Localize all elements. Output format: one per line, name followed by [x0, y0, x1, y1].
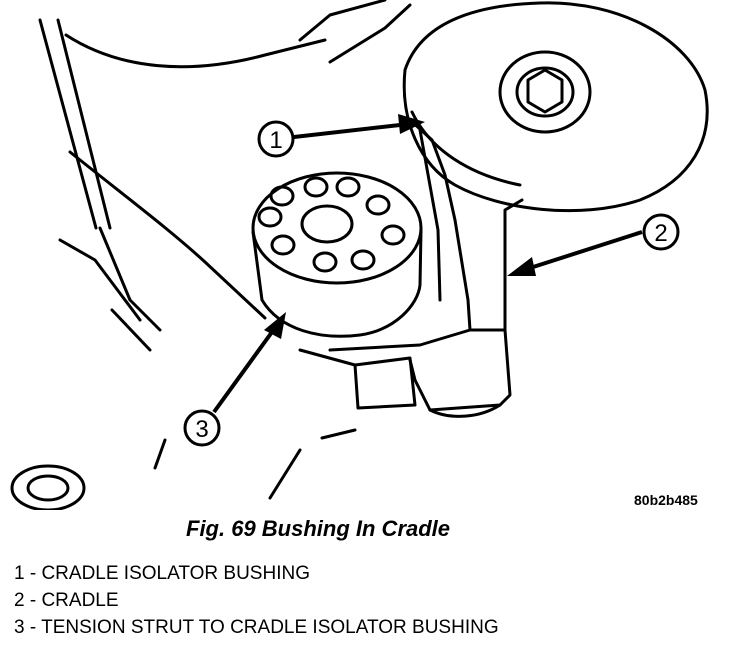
figure-caption: Fig. 69 Bushing In Cradle — [186, 516, 451, 541]
legend-list: 1 - CRADLE ISOLATOR BUSHING 2 - CRADLE 3… — [14, 560, 499, 641]
callout-3: 3 — [183, 312, 286, 447]
washer — [10, 464, 86, 510]
image-code: 80b2b485 — [634, 492, 698, 508]
callout-1: 1 — [257, 114, 425, 158]
callout-3-number: 3 — [195, 416, 208, 443]
frame-structure — [38, 0, 412, 352]
callout-1-number: 1 — [269, 127, 282, 154]
callout-2: 2 — [507, 213, 680, 276]
cradle-body — [298, 118, 524, 418]
misc-lines — [153, 428, 357, 500]
legend-item: 1 - CRADLE ISOLATOR BUSHING — [14, 563, 310, 584]
legend-item: 3 - TENSION STRUT TO CRADLE ISOLATOR BUS… — [14, 617, 499, 638]
cradle-isolator-bushing-disc — [402, 1, 709, 213]
legend-item: 2 - CRADLE — [14, 590, 119, 611]
bushing-in-cradle-illustration: 1 2 3 — [10, 0, 709, 510]
tension-strut-bushing — [251, 171, 423, 338]
callout-2-number: 2 — [654, 220, 667, 247]
